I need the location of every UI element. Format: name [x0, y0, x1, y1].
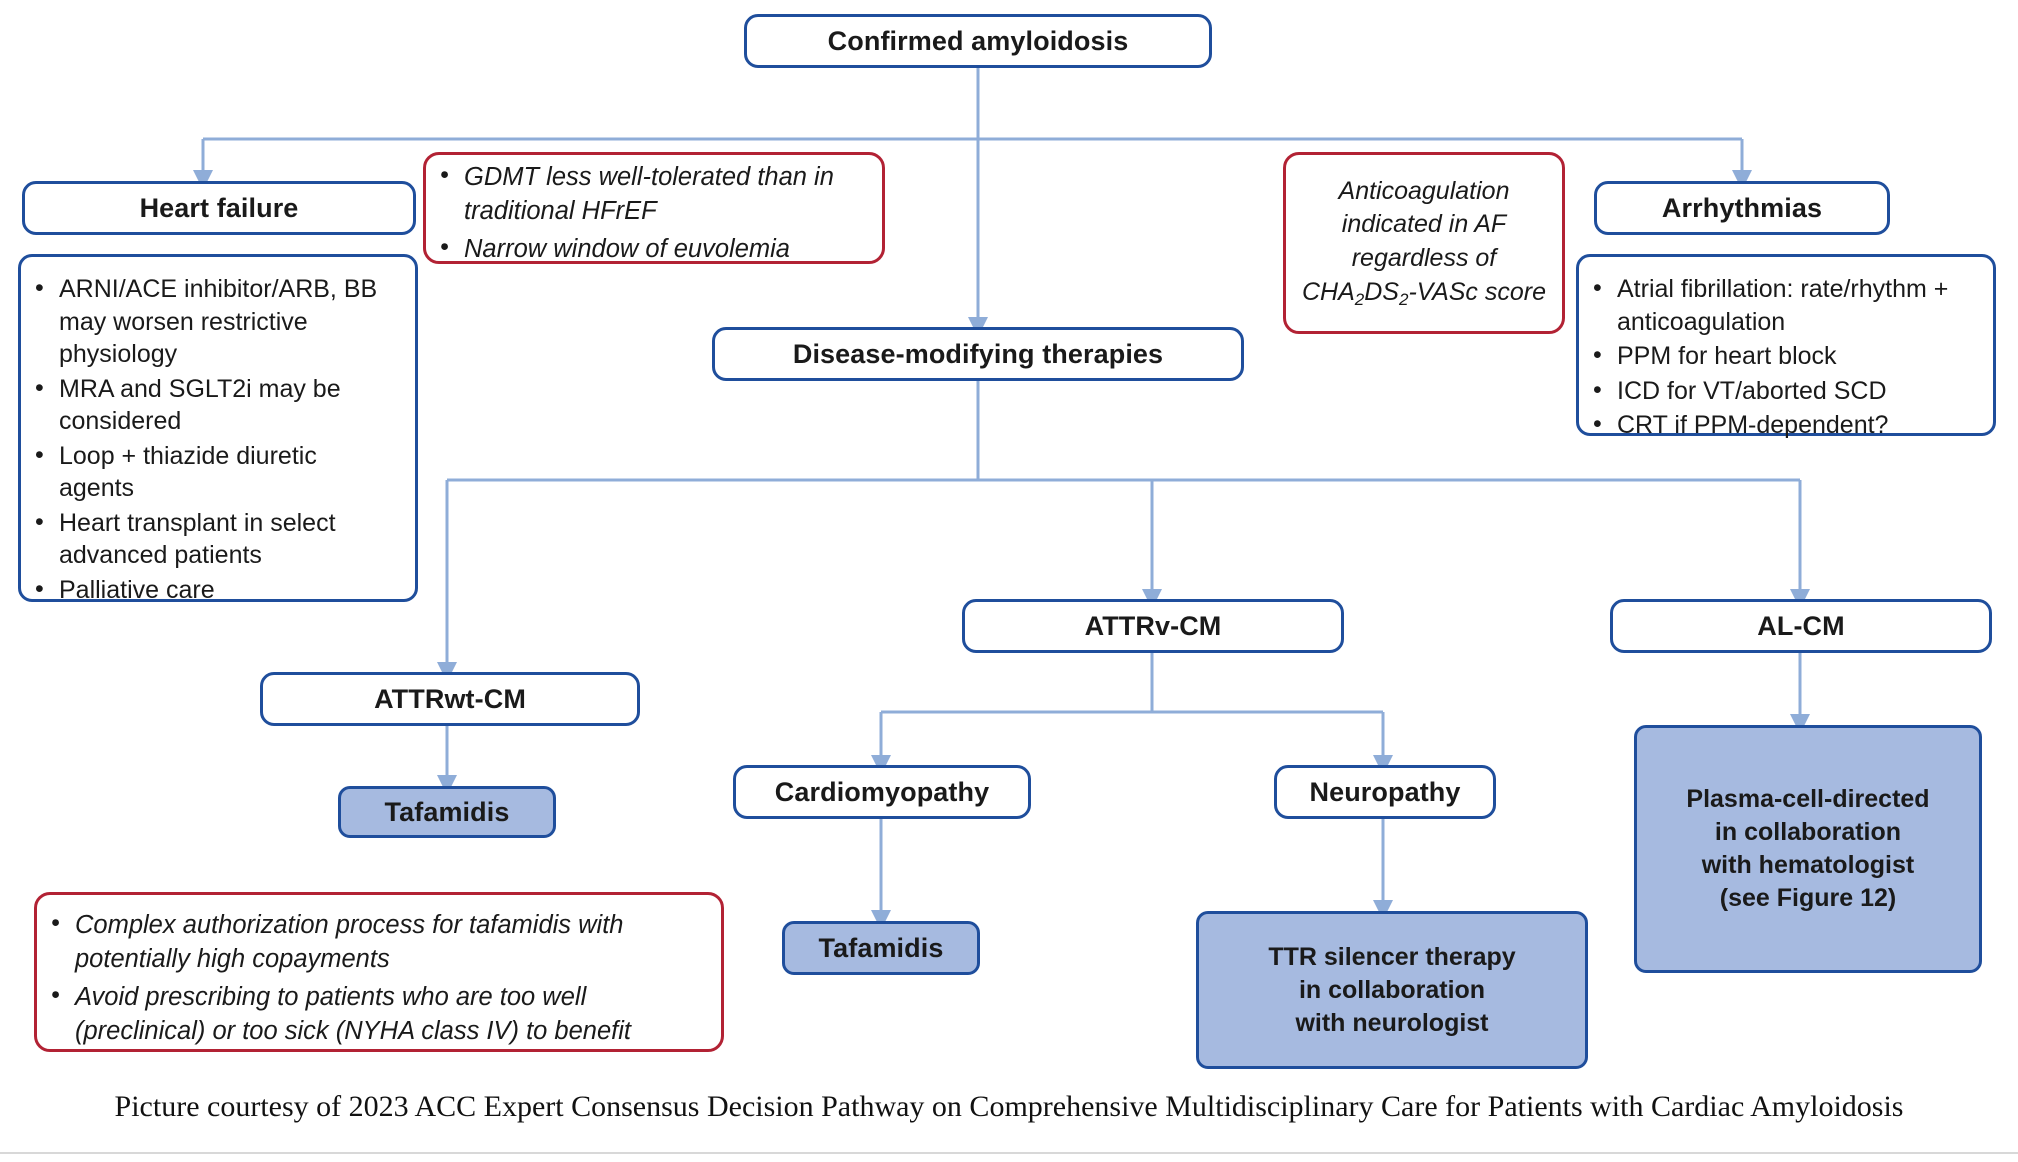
list-item: Atrial fibrillation: rate/rhythm + antic… [1593, 272, 1975, 338]
list-item: Loop + thiazide diuretic agents [35, 439, 397, 505]
plasma-line-2: in collaboration [1714, 818, 1902, 846]
node-label: Heart failure [139, 192, 299, 223]
footer-divider [0, 1152, 2018, 1154]
callout-anticoagulation: Anticoagulation indicated in AF regardle… [1283, 152, 1565, 334]
node-label: Tafamidis [384, 796, 510, 827]
ttr-silencer-text: TTR silencer therapy in collaboration wi… [1268, 941, 1515, 1040]
node-label: ATTRwt-CM [374, 683, 526, 714]
anticoagulation-line-1: Anticoagulation [1338, 176, 1510, 205]
score-mid: DS [1364, 277, 1399, 306]
heart-failure-list: ARNI/ACE inhibitor/ARB, BB may worsen re… [21, 272, 411, 608]
node-confirmed-amyloidosis[interactable]: Confirmed amyloidosis [744, 14, 1212, 68]
list-item: Avoid prescribing to patients who are to… [51, 979, 701, 1048]
list-item: Heart transplant in select advanced pati… [35, 506, 397, 572]
list-item: GDMT less well-tolerated than in traditi… [440, 159, 864, 228]
node-disease-modifying-therapies[interactable]: Disease-modifying therapies [712, 327, 1244, 381]
plasma-line-1: Plasma-cell-directed [1686, 785, 1930, 813]
anticoagulation-line-3: regardless of [1351, 244, 1497, 273]
score-sub-2: 2 [1398, 289, 1409, 309]
node-al-cm[interactable]: AL-CM [1610, 599, 1992, 653]
node-tafamidis-attrwt[interactable]: Tafamidis [338, 786, 556, 838]
node-label: Confirmed amyloidosis [827, 25, 1129, 56]
node-tafamidis-cardiomyopathy[interactable]: Tafamidis [782, 921, 980, 975]
node-heart-failure[interactable]: Heart failure [22, 181, 416, 235]
score-suffix: -VASc score [1408, 277, 1547, 306]
node-cardiomyopathy[interactable]: Cardiomyopathy [733, 765, 1031, 819]
node-label: ATTRv-CM [1084, 610, 1222, 641]
node-attrv-cm[interactable]: ATTRv-CM [962, 599, 1344, 653]
score-prefix: CHA [1301, 277, 1355, 306]
callout-tafamidis-access: Complex authorization process for tafami… [34, 892, 724, 1052]
list-item: PPM for heart block [1593, 339, 1975, 373]
node-label: Arrhythmias [1661, 192, 1823, 223]
node-arrhythmias[interactable]: Arrhythmias [1594, 181, 1890, 235]
node-ttr-silencer-therapy[interactable]: TTR silencer therapy in collaboration wi… [1196, 911, 1588, 1069]
list-item: Palliative care [35, 573, 397, 607]
node-label: Tafamidis [818, 932, 944, 963]
anticoagulation-text: Anticoagulation indicated in AF regardle… [1302, 175, 1546, 312]
node-label: AL-CM [1757, 610, 1845, 641]
tafamidis-access-list: Complex authorization process for tafami… [37, 907, 715, 1053]
list-item: Narrow window of euvolemia [440, 231, 864, 266]
anticoagulation-line-2: indicated in AF [1341, 210, 1507, 239]
node-label: Neuropathy [1309, 776, 1461, 807]
ttr-line-3: with neurologist [1295, 1008, 1489, 1037]
panel-arrhythmias-items: Atrial fibrillation: rate/rhythm + antic… [1576, 254, 1996, 440]
node-attrwt-cm[interactable]: ATTRwt-CM [260, 672, 640, 726]
node-plasma-cell-directed[interactable]: Plasma-cell-directed in collaboration wi… [1634, 725, 1982, 973]
list-item: Complex authorization process for tafami… [51, 907, 701, 976]
list-item: MRA and SGLT2i may be considered [35, 372, 397, 438]
score-sub-1: 2 [1354, 289, 1365, 309]
list-item: ARNI/ACE inhibitor/ARB, BB may worsen re… [35, 272, 397, 371]
plasma-line-3: with hematologist [1701, 851, 1915, 879]
list-item: CRT if PPM-dependent? [1593, 408, 1975, 442]
node-label: Disease-modifying therapies [792, 338, 1164, 369]
list-item: ICD for VT/aborted SCD [1593, 374, 1975, 408]
ttr-line-2: in collaboration [1298, 975, 1486, 1004]
node-label: Cardiomyopathy [774, 776, 990, 807]
anticoagulation-line-4: CHA2DS2-VASc score [1302, 276, 1546, 312]
plasma-cell-text: Plasma-cell-directed in collaboration wi… [1686, 783, 1929, 915]
callout-gdmt: GDMT less well-tolerated than in traditi… [423, 152, 885, 265]
panel-heart-failure-items: ARNI/ACE inhibitor/ARB, BB may worsen re… [18, 254, 418, 605]
node-neuropathy[interactable]: Neuropathy [1274, 765, 1496, 819]
gdmt-list: GDMT less well-tolerated than in traditi… [426, 159, 878, 270]
ttr-line-1: TTR silencer therapy [1268, 942, 1516, 971]
arrhythmias-list: Atrial fibrillation: rate/rhythm + antic… [1579, 272, 1989, 444]
plasma-line-4: (see Figure 12) [1719, 884, 1897, 912]
figure-caption: Picture courtesy of 2023 ACC Expert Cons… [114, 1090, 1904, 1123]
